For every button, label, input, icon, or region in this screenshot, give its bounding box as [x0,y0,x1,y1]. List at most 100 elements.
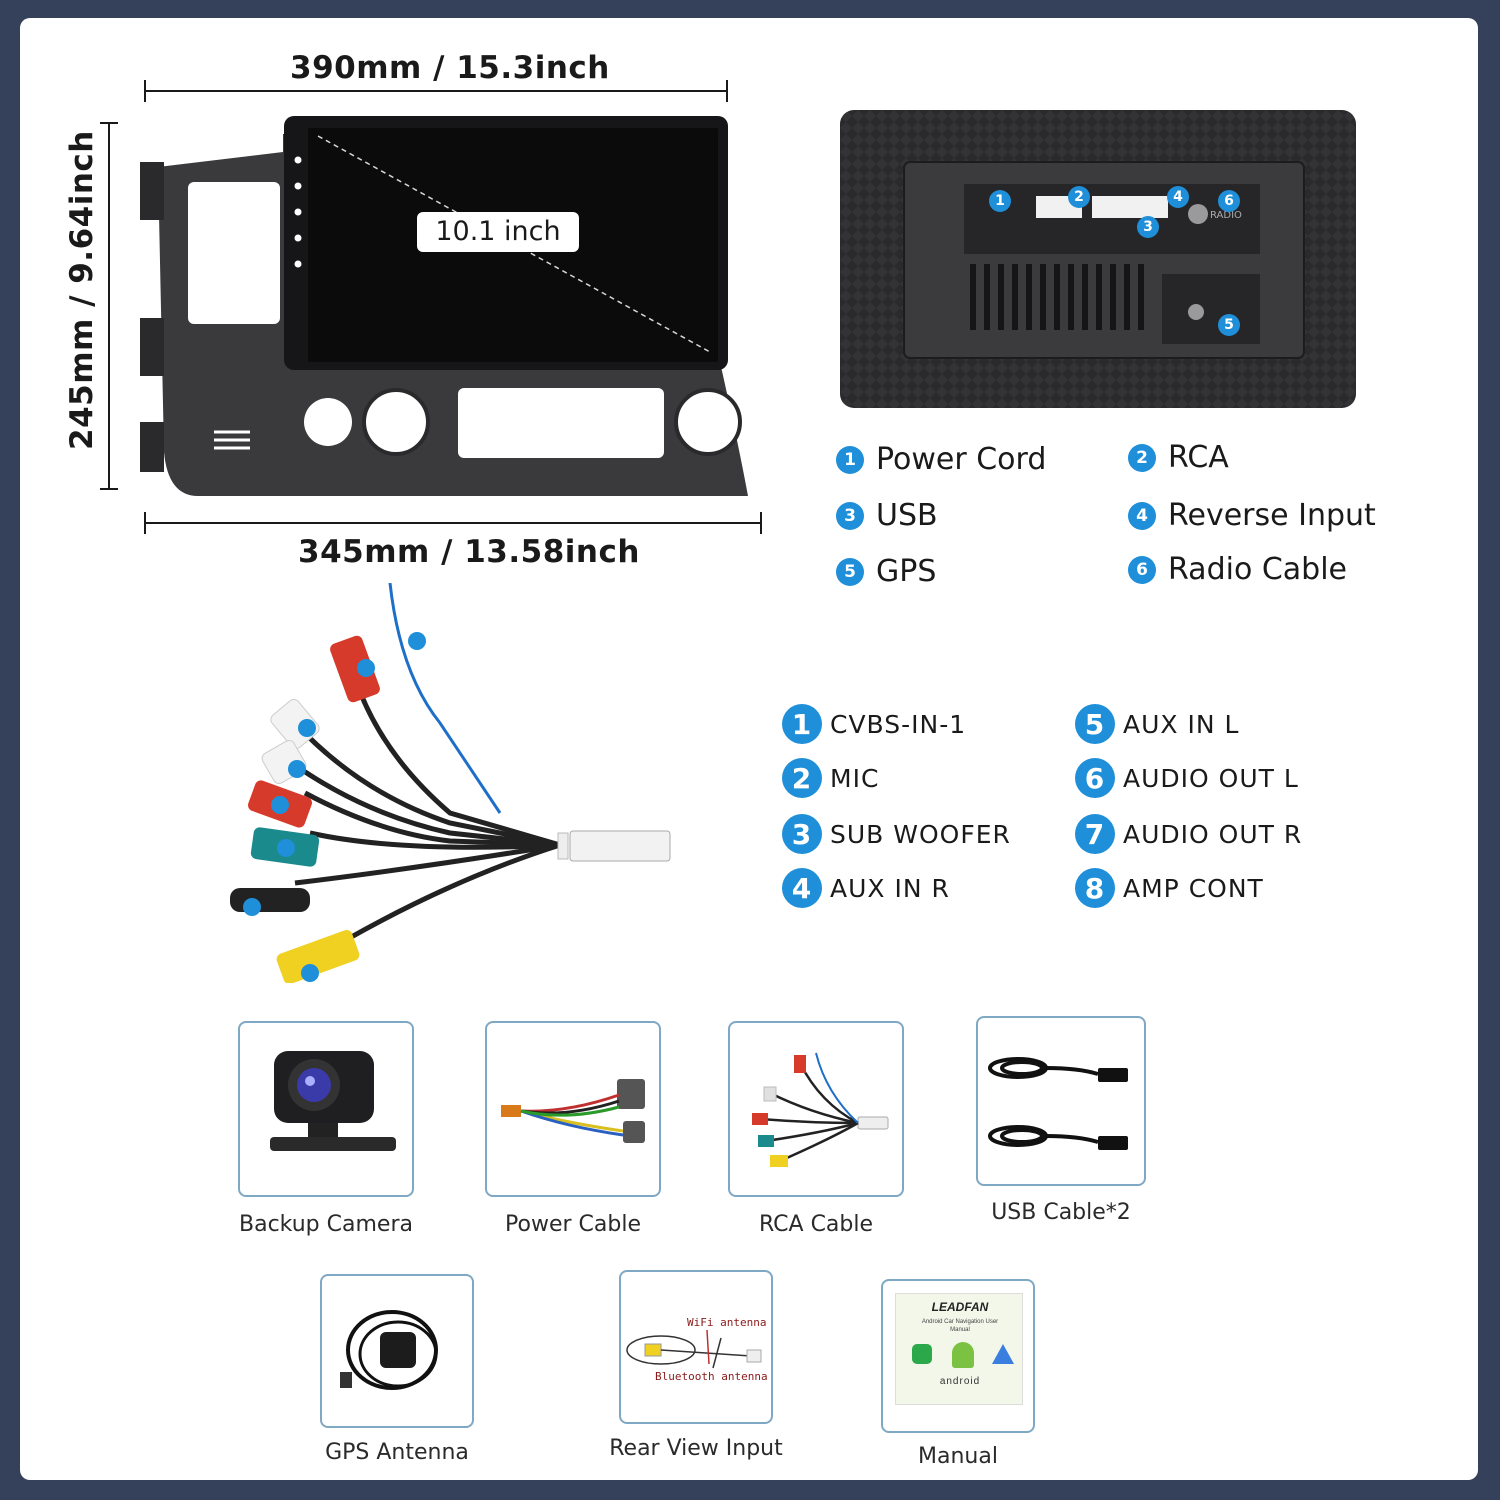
rca-legend-4: 4 AUX IN R [782,868,950,908]
connector [1092,196,1168,218]
accessory-label-rca-cable: RCA Cable [758,1212,874,1237]
rca-number-badge: 5 [1075,704,1115,744]
rca-wires [283,677,561,961]
rear-panel-drawing [840,110,1356,408]
rca-number-badge: 7 [1075,814,1115,854]
accessory-label-power-cable: Power Cable [505,1212,641,1237]
height-line [108,124,110,490]
accessory-backup-camera [238,1021,414,1197]
harness-connector [569,830,671,862]
port-label: Reverse Input [1168,498,1376,533]
climate-knob [304,398,352,446]
rca-label: AUX IN L [1123,709,1240,739]
rca-label: AUX IN R [830,873,950,903]
rca-label: MIC [830,763,880,793]
top-width-tick-right [726,80,728,102]
top-width-tick-left [144,80,146,102]
rear-badge-5: 5 [1218,314,1240,336]
bottom-width-tick-right [760,512,762,534]
height-tick-bottom [100,488,118,490]
top-width-line [144,90,728,92]
accessory-label-rear-view-input: Rear View Input [609,1436,783,1461]
rear-badge-6: 6 [1218,190,1240,212]
height-tick-top [100,122,118,124]
power-cable-icon [501,1079,645,1143]
port-label: RCA [1168,440,1229,475]
port-legend-6: 6 Radio Cable [1128,552,1347,587]
mount-tab [140,162,164,220]
wifi-antenna-label: WiFi antenna [687,1316,767,1329]
rca-number-badge: 4 [782,868,822,908]
accessory-manual: LEADFAN Android Car Navigation User Manu… [881,1279,1035,1433]
rca-legend-5: 5 AUX IN L [1075,704,1239,744]
radio-jack [1188,204,1208,224]
rca-harness-illustration [230,583,671,983]
side-vent-opening [188,182,280,324]
accessory-label-backup-camera: Backup Camera [239,1212,413,1237]
rear-badge-3: 3 [1137,216,1159,238]
bluetooth-antenna-label: Bluetooth antenna [655,1370,768,1383]
connector-bay [964,184,1260,254]
accessory-power-cable [485,1021,661,1197]
rca-label: AUDIO OUT R [1123,819,1303,849]
screen-diagonal [317,135,711,353]
mount-tab [140,422,164,472]
port-number-badge: 4 [1128,501,1156,530]
rca-legend-2: 2 MIC [782,758,879,798]
port-legend-5: 5 GPS [836,554,936,589]
side-buttons [294,156,302,268]
product-info-card: 390mm / 15.3inch 245mm / 9.64inch 345mm … [20,18,1478,1480]
accessory-label-gps-antenna: GPS Antenna [325,1440,469,1465]
rear-radio-text: RADIO [1210,210,1242,221]
camera-icon [270,1051,396,1151]
android-robot-icon [952,1342,974,1368]
top-width-label: 390mm / 15.3inch [290,50,610,86]
gps-jack [1188,304,1204,320]
port-label: Power Cord [876,442,1047,477]
rca-legend-6: 6 AUDIO OUT L [1075,758,1299,798]
port-legend-1: 1 Power Cord [836,442,1046,477]
plug-badges [243,632,426,982]
port-legend-4: 4 Reverse Input [1128,498,1376,533]
bottom-width-label: 345mm / 13.58inch [298,534,640,570]
port-number-badge: 2 [1128,443,1156,472]
plug-audio-out-r [330,635,380,703]
gps-antenna-icon [340,1310,438,1390]
stereo-unit-illustration [140,116,748,496]
manual-subtitle: Android Car Navigation User Manual [921,1319,999,1333]
manual-os-label: android [939,1376,981,1387]
rca-number-badge: 1 [782,704,822,744]
accessory-rca-cable [728,1021,904,1197]
port-label: USB [876,498,938,533]
rear-view-input-diagram [626,1329,762,1369]
wire-bundle-tie [557,832,569,860]
accessory-usb-cable [976,1016,1146,1186]
port-number-badge: 1 [836,445,864,474]
dash-vent [214,430,250,450]
rca-label: CVBS-IN-1 [830,709,967,739]
usb-cable-icon [988,1057,1128,1150]
bottom-width-line [144,522,762,524]
manual-cover: LEADFAN Android Car Navigation User Manu… [895,1293,1023,1405]
port-number-badge: 3 [836,501,864,530]
port-label: Radio Cable [1168,552,1348,587]
plug-mic [230,888,310,912]
rca-legend-3: 3 SUB WOOFER [782,814,1011,854]
screen-size-label: 10.1 inch [417,212,579,252]
rca-label: AUDIO OUT L [1123,763,1299,793]
rca-legend-7: 7 AUDIO OUT R [1075,814,1302,854]
carplay-icon [912,1344,932,1364]
gps-bay [1162,274,1260,344]
accessory-label-usb-cable: USB Cable*2 [991,1200,1131,1225]
mount-tab [140,318,164,376]
rear-panel: RADIO 1 2 3 4 5 6 [840,110,1356,408]
climate-knob [362,388,430,456]
rear-badge-2: 2 [1068,186,1090,208]
port-label: GPS [876,554,937,589]
rear-badge-4: 4 [1167,186,1189,208]
bottom-width-tick-left [144,512,146,534]
rca-cable-icon [752,1052,889,1167]
rca-legend-1: 1 CVBS-IN-1 [782,704,966,744]
height-label: 245mm / 9.64inch [64,130,100,450]
plug-cvbs [276,929,360,983]
